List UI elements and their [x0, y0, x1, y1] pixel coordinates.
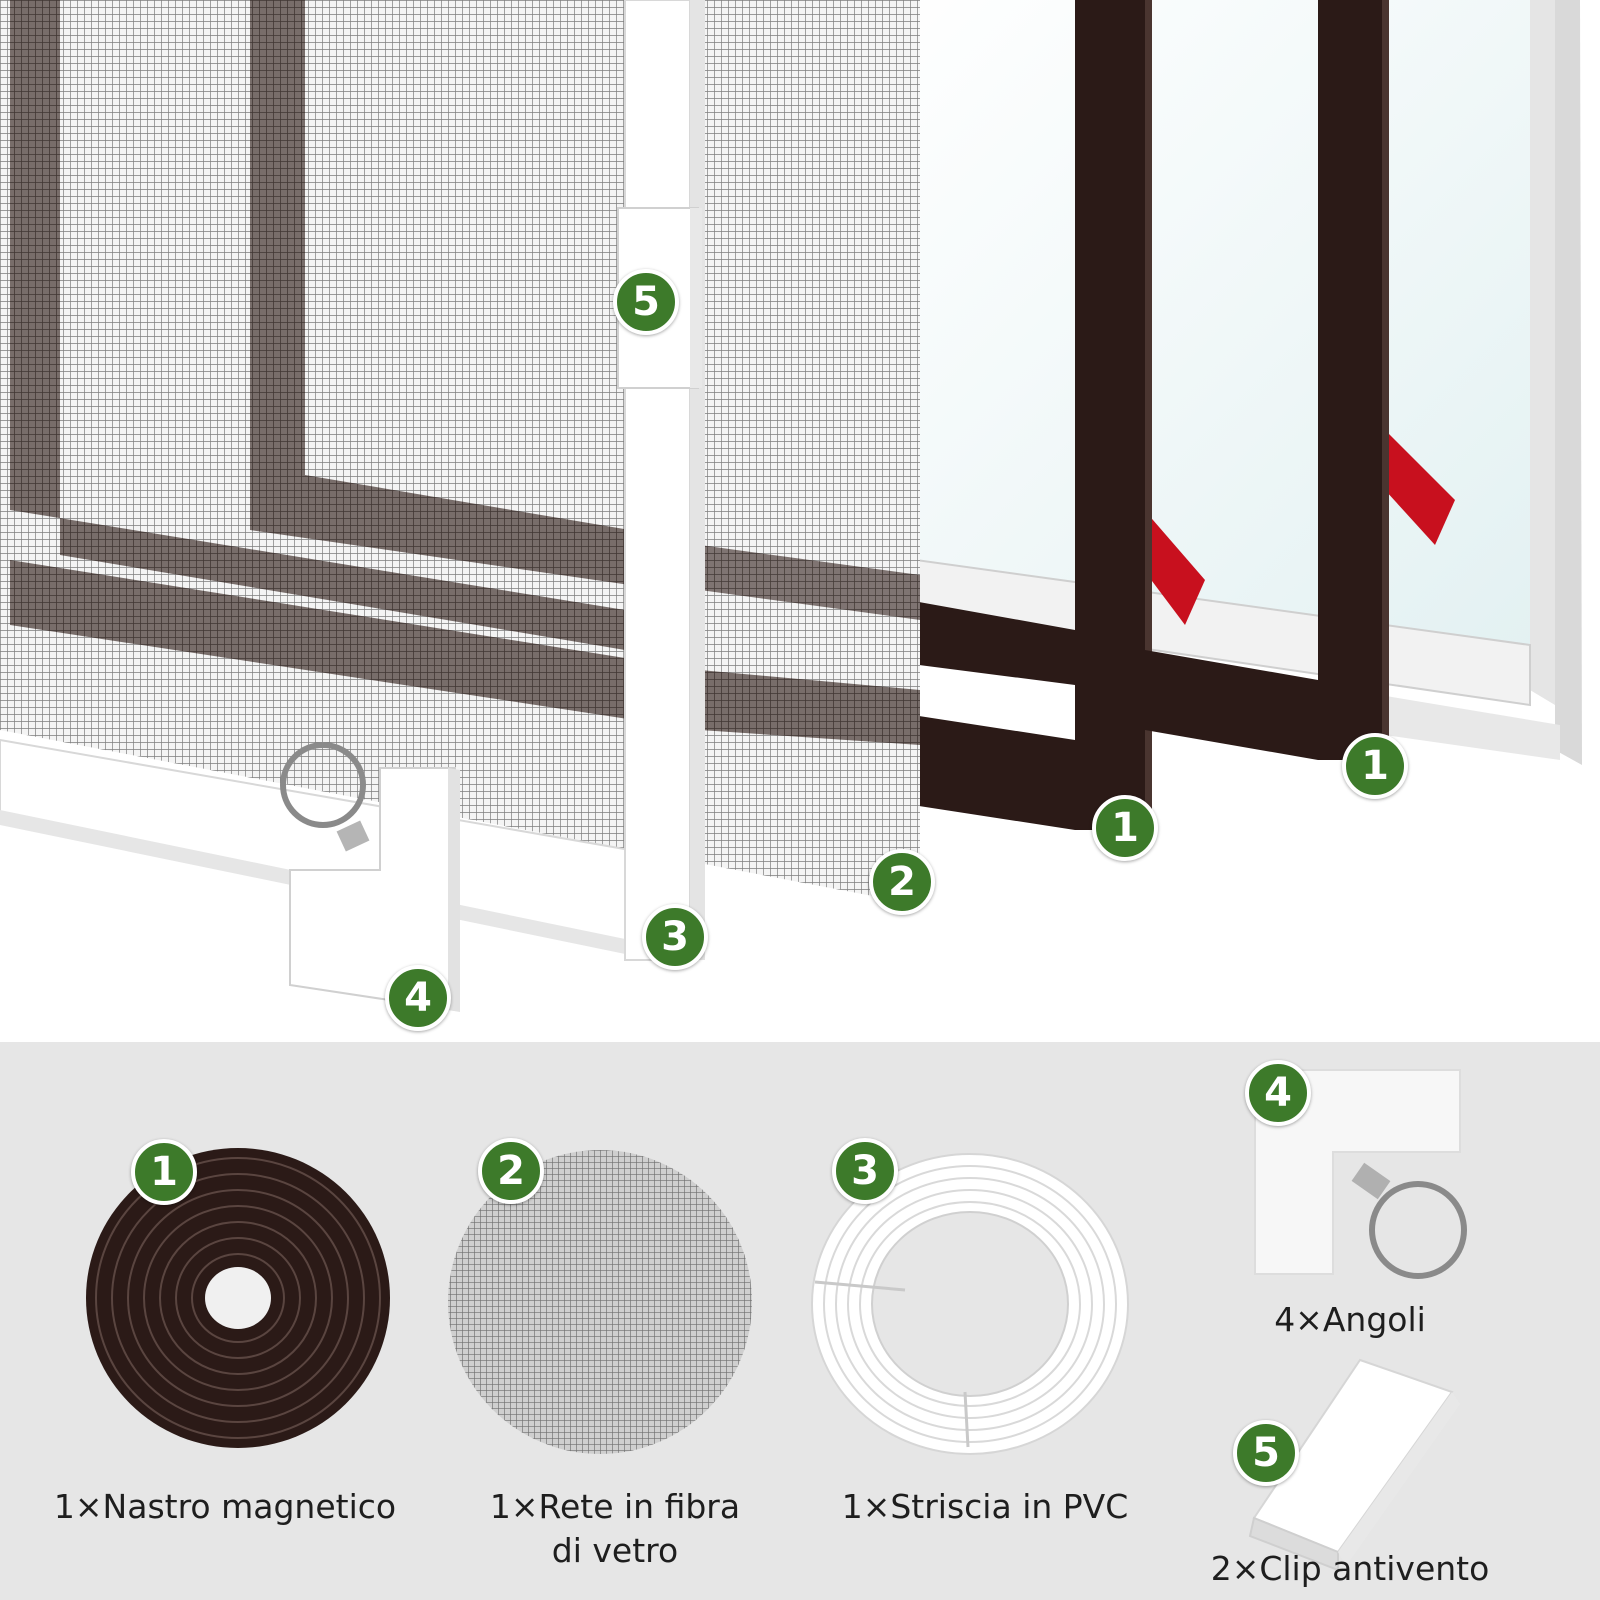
diagram-badge-5: 5	[613, 269, 679, 335]
installation-illustration	[0, 0, 1582, 1012]
part-badge-3: 3	[832, 1138, 898, 1204]
magnetic-tape-strip	[880, 0, 1152, 830]
diagram-badge-2: 2	[869, 849, 935, 915]
part-badge-4: 4	[1245, 1060, 1311, 1126]
pvc-coil-icon	[811, 1153, 1129, 1455]
part-label-pvc-strip: 1×Striscia in PVC	[841, 1487, 1129, 1526]
part-badge-5: 5	[1233, 1420, 1299, 1486]
diagram-badge-1: 1	[1342, 733, 1408, 799]
mesh-disc-icon	[448, 1150, 752, 1454]
adhesive-strip	[1140, 505, 1205, 625]
magnetic-tape-strip	[1145, 0, 1389, 760]
corner-piece-with-ring	[280, 742, 460, 1012]
part-label-mesh-line1: 1×Rete in fibra	[489, 1487, 741, 1526]
part-label-corners: 4×Angoli	[1274, 1300, 1426, 1339]
part-label-windproof-clip: 2×Clip antivento	[1210, 1549, 1490, 1588]
diagram-badge-3: 3	[642, 904, 708, 970]
tape-roll-icon	[86, 1148, 390, 1448]
ring-icon	[280, 742, 366, 828]
diagram-badge-1: 1	[1092, 795, 1158, 861]
adhesive-strip	[1385, 430, 1455, 545]
parts-illustrations	[86, 1069, 1467, 1572]
part-label-magnetic-tape: 1×Nastro magnetico	[53, 1487, 397, 1526]
clip-icon	[1248, 1358, 1460, 1572]
part-badge-2: 2	[478, 1138, 544, 1204]
corner-piece-icon	[1254, 1069, 1467, 1279]
part-label-mesh-line2: di vetro	[551, 1531, 679, 1570]
part-label-mesh: 1×Rete in fibra di vetro	[440, 1485, 790, 1573]
part-badge-1: 1	[131, 1139, 197, 1205]
diagram-badge-4: 4	[385, 965, 451, 1031]
